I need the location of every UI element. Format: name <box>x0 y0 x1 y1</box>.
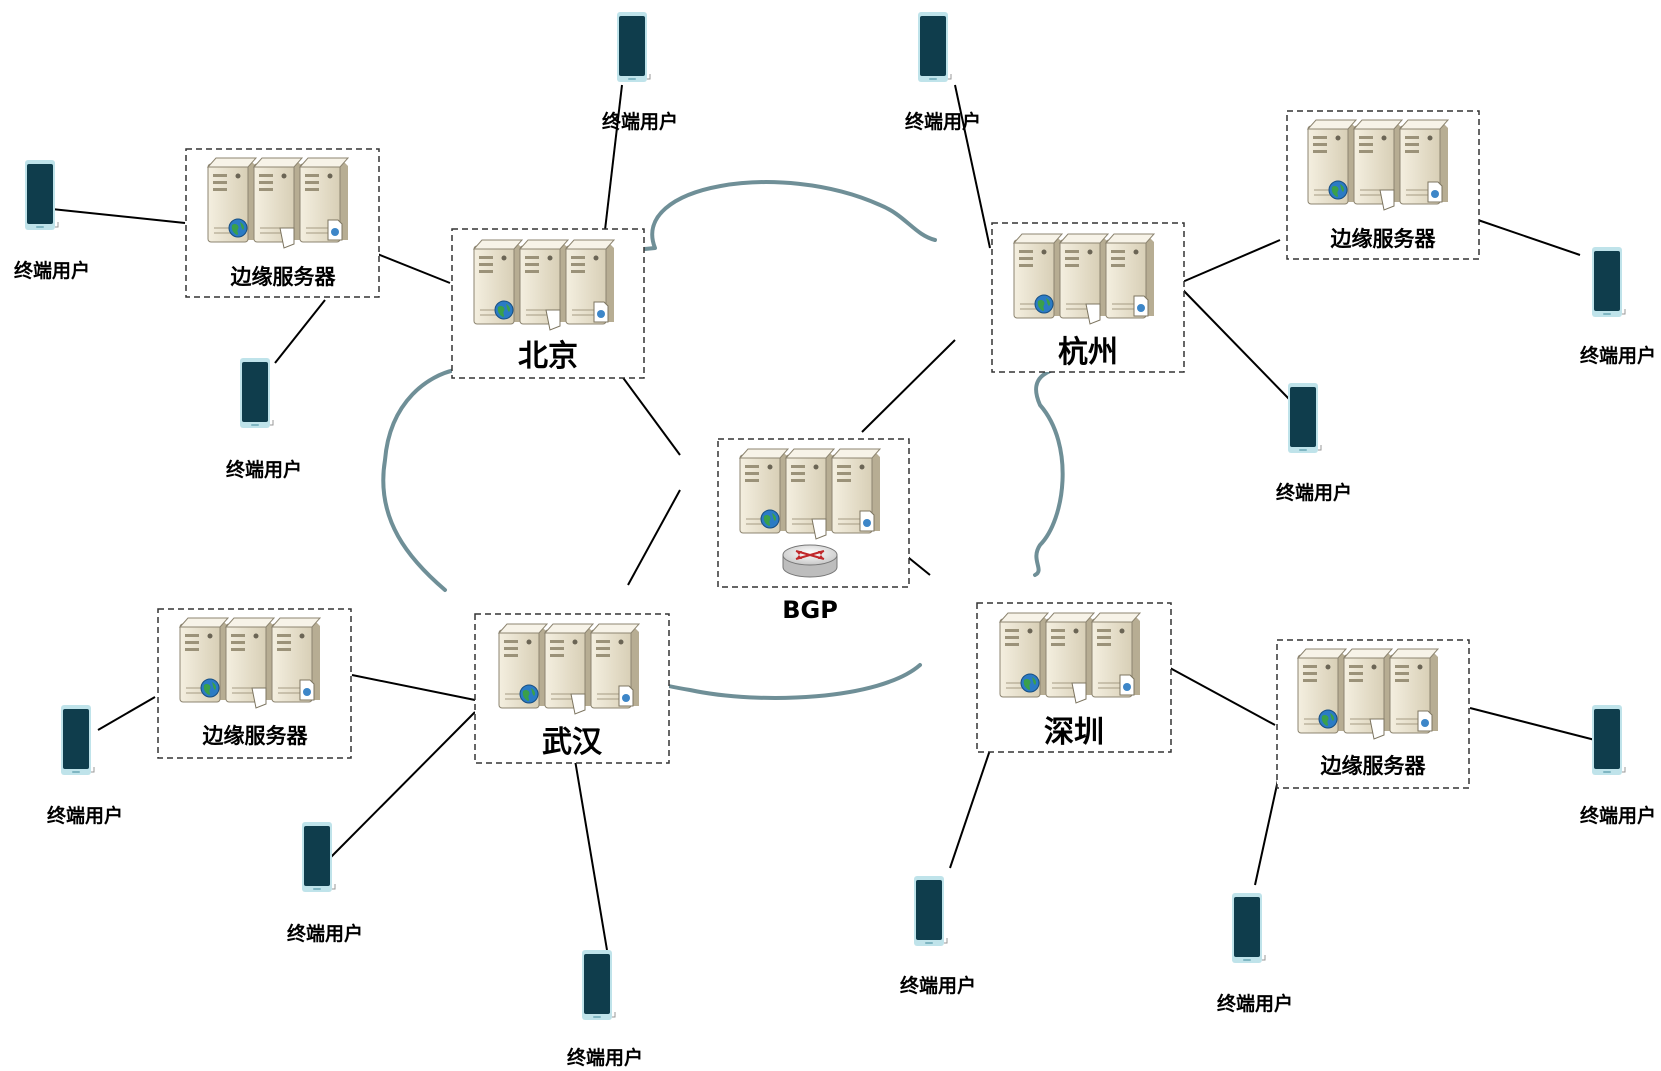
hangzhou-server-cluster-icon <box>1014 234 1154 324</box>
hangzhou-edge-server-icon <box>1308 120 1448 210</box>
wuhan-edge-server-label: 边缘服务器 <box>203 724 309 748</box>
city-label-hangzhou: 杭州 <box>1058 335 1118 370</box>
terminal-user-label: 终端用户 <box>14 259 90 282</box>
beijing-left-phone-icon <box>24 159 59 231</box>
terminal-user-label: 终端用户 <box>602 110 678 133</box>
wuhan-left-phone-icon <box>60 704 95 776</box>
internet-cloud <box>381 180 1122 700</box>
wuhan-bottom-phone-icon <box>581 949 616 1021</box>
terminal-user-label: 终端用户 <box>1580 344 1656 367</box>
wuhan-server-cluster-icon <box>499 624 639 714</box>
beijing-top-phone-icon <box>616 11 651 83</box>
shenzhen-edge-phone-icon <box>1231 892 1266 964</box>
shenzhen-right-phone-icon <box>1591 704 1626 776</box>
beijing-server-cluster-icon <box>474 240 614 330</box>
bgp-server-cluster-icon <box>740 449 880 539</box>
terminal-user-label: 终端用户 <box>905 110 981 133</box>
hangzhou-edge-server-label: 边缘服务器 <box>1331 227 1437 251</box>
city-label-beijing: 北京 <box>518 339 578 374</box>
beijing-edge-server-icon <box>208 158 348 248</box>
terminal-user-label: 终端用户 <box>900 974 976 997</box>
shenzhen-server-cluster-icon <box>1000 613 1140 703</box>
terminal-user-label: 终端用户 <box>287 922 363 945</box>
shenzhen-edge-server-label: 边缘服务器 <box>1321 754 1427 778</box>
terminal-user-label: 终端用户 <box>226 458 302 481</box>
terminal-user-label: 终端用户 <box>1276 481 1352 504</box>
wuhan-middle-phone-icon <box>301 821 336 893</box>
hangzhou-top-phone-icon <box>917 11 952 83</box>
beijing-edge-server-label: 边缘服务器 <box>231 265 337 289</box>
hangzhou-right-phone-icon <box>1591 246 1626 318</box>
terminal-user-label: 终端用户 <box>1217 992 1293 1015</box>
shenzhen-edge-server-icon <box>1298 649 1438 739</box>
city-label-shenzhen: 深圳 <box>1044 715 1104 750</box>
hangzhou-bottom-phone-icon <box>1287 382 1322 454</box>
terminal-user-label: 终端用户 <box>567 1046 643 1069</box>
bgp-label: BGP <box>782 596 838 624</box>
terminal-user-label: 终端用户 <box>47 804 123 827</box>
city-label-wuhan: 武汉 <box>542 725 603 760</box>
wuhan-edge-server-icon <box>180 618 320 708</box>
beijing-bottom-phone-icon <box>239 357 274 429</box>
shenzhen-bottom-phone-icon <box>913 875 948 947</box>
router-icon <box>782 544 838 578</box>
terminal-user-label: 终端用户 <box>1580 804 1656 827</box>
